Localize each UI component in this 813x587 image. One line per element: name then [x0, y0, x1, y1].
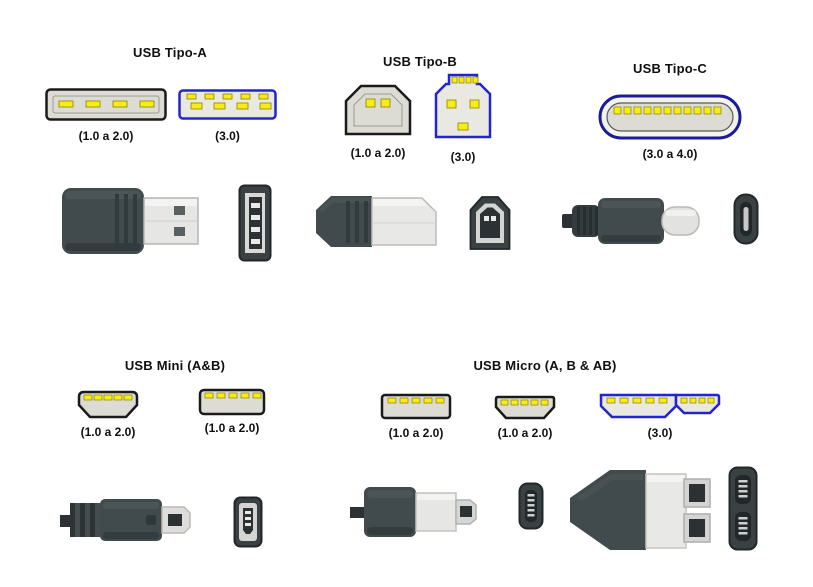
usb-c-connector-schematic [598, 94, 742, 140]
usb-mini-b-version-label: (1.0 a 2.0) [80, 425, 136, 439]
usb-micro-3-connector-schematic [598, 392, 722, 420]
usb-mini-b-connector-schematic [76, 390, 140, 420]
usb-micro-b-version-label: (1.0 a 2.0) [497, 426, 553, 440]
usb-a-3-version-label: (3.0) [215, 129, 240, 143]
usb-c-receptacle-illustration [733, 193, 759, 245]
usb-mini-title: USB Mini (A&B) [124, 358, 226, 373]
usb-micro-3-receptacle-illustration [728, 466, 758, 551]
usb-b-2-version-label: (1.0 a 2.0) [350, 146, 406, 160]
usb-b-3-version-label: (3.0) [450, 150, 476, 164]
usb-mini-a-connector-schematic [198, 388, 266, 416]
usb-b-2-connector-schematic [344, 84, 412, 136]
usb-type-b-title: USB Tipo-B [383, 54, 457, 69]
usb-c-version-label: (3.0 a 4.0) [642, 147, 698, 161]
usb-micro-b-connector-schematic [494, 395, 556, 420]
usb-a-plug-illustration [60, 183, 200, 258]
usb-micro-receptacle-illustration [518, 482, 544, 530]
usb-mini-a-version-label: (1.0 a 2.0) [204, 421, 260, 435]
usb-type-a-title: USB Tipo-A [133, 45, 207, 60]
usb-mini-receptacle-illustration [233, 496, 263, 548]
usb-c-plug-illustration [562, 190, 702, 250]
usb-micro-plug-illustration [350, 480, 480, 545]
usb-b-3-connector-schematic [434, 73, 492, 140]
usb-a-3-connector-schematic [178, 89, 277, 120]
usb-micro-a-version-label: (1.0 a 2.0) [388, 426, 444, 440]
usb-micro-3-plug-illustration [568, 462, 713, 557]
usb-a-2-version-label: (1.0 a 2.0) [78, 129, 134, 143]
usb-a-2-connector-schematic [45, 88, 167, 121]
usb-a-receptacle-illustration [238, 184, 272, 262]
usb-micro-3-version-label: (3.0) [647, 426, 673, 440]
usb-micro-title: USB Micro (A, B & AB) [473, 358, 617, 373]
usb-micro-a-connector-schematic [380, 393, 452, 420]
usb-b-plug-illustration [313, 189, 443, 254]
usb-b-receptacle-illustration [468, 194, 512, 252]
usb-type-c-title: USB Tipo-C [633, 61, 707, 76]
usb-mini-plug-illustration [60, 490, 195, 550]
